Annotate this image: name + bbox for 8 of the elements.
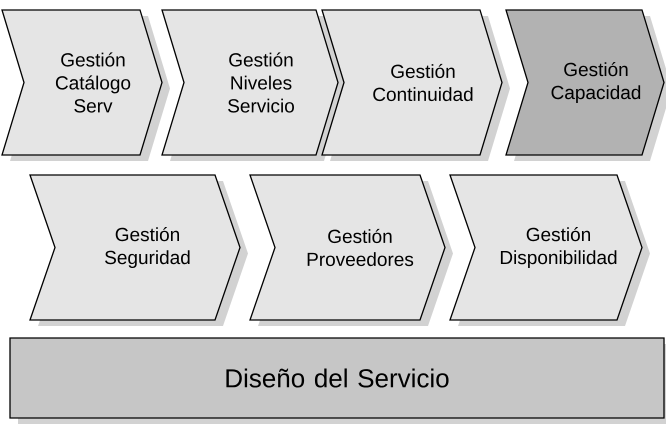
- banner-bar: Diseño del Servicio: [9, 337, 665, 419]
- chevron-box: Gestión Continuidad: [321, 9, 503, 156]
- chevron-box: Gestión Catálogo Serv: [1, 9, 163, 156]
- chevron-box: Gestión Niveles Servicio: [161, 9, 339, 156]
- chevron-box: Gestión Proveedores: [249, 174, 446, 321]
- chevron-box: Gestión Disponibilidad: [449, 174, 643, 321]
- chevron-box: Gestión Capacidad: [505, 9, 665, 156]
- chevron-box: Gestión Seguridad: [29, 174, 241, 321]
